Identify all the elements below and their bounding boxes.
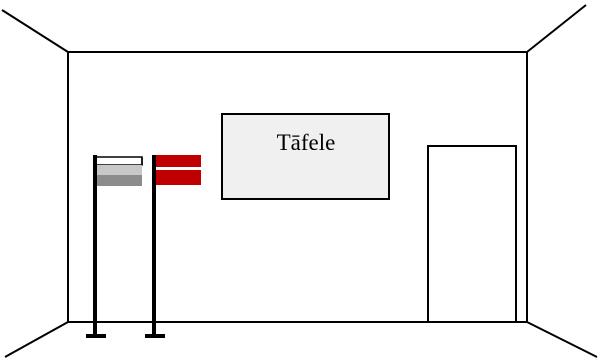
flag-right-stripe-top bbox=[155, 155, 201, 167]
flag-right-pole bbox=[152, 155, 156, 338]
board-frame bbox=[221, 113, 390, 200]
board-label: Tāfele bbox=[277, 130, 336, 155]
flag-left-stripe-top bbox=[94, 156, 143, 166]
flag-stand-left bbox=[86, 155, 143, 338]
door bbox=[427, 145, 517, 323]
flag-left-base bbox=[86, 334, 106, 338]
flag-left-stripe-bottom bbox=[95, 175, 142, 186]
ceiling-right-edge bbox=[526, 4, 587, 53]
flag-stand-right bbox=[145, 155, 201, 338]
floor-right-edge bbox=[526, 321, 598, 358]
flag-left-pole bbox=[93, 155, 97, 338]
flag-left-stripe-middle bbox=[95, 165, 142, 175]
flag-right-stripe-middle bbox=[158, 167, 198, 170]
ceiling-left-edge bbox=[1, 9, 69, 53]
board: Tāfele bbox=[221, 113, 390, 200]
flag-right-stripe-bottom bbox=[155, 170, 201, 185]
floor-left-edge bbox=[4, 321, 69, 358]
flag-right-base bbox=[145, 334, 165, 338]
room-outline bbox=[1, 4, 598, 358]
back-wall bbox=[67, 51, 528, 323]
